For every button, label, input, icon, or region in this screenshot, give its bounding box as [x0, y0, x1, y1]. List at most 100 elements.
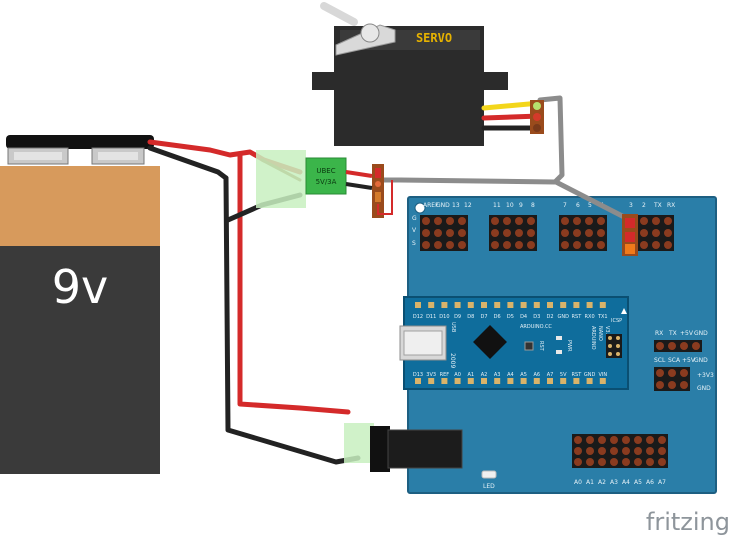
nano-pin-label: D11 — [426, 314, 436, 320]
pin — [664, 229, 672, 237]
nano-pin — [586, 378, 593, 384]
pin — [668, 381, 676, 389]
nano-pin — [507, 302, 514, 308]
nano-pin-label: A7 — [547, 372, 554, 378]
nano-pin-label: 3V3 — [426, 372, 436, 378]
analog-label: A4 — [622, 479, 630, 486]
analog-label: A1 — [586, 479, 594, 486]
pin — [646, 447, 654, 455]
nano-pin-label: D2 — [546, 314, 553, 320]
pin — [573, 241, 581, 249]
nano-pin-label: A4 — [507, 372, 514, 378]
nano-icsp: ICSP — [611, 318, 622, 324]
right-rx: RX — [655, 330, 663, 337]
wire-ubec-shield — [377, 180, 393, 215]
pin — [658, 458, 666, 466]
nano-pin — [547, 378, 553, 384]
pin — [598, 458, 606, 466]
pin — [634, 458, 642, 466]
pin — [434, 217, 442, 225]
nano-pin — [494, 302, 501, 308]
pin — [446, 217, 454, 225]
pin — [503, 229, 511, 237]
pin — [646, 436, 654, 444]
nano-model-2: NANO — [597, 326, 603, 341]
pin — [640, 241, 648, 249]
pin — [586, 436, 594, 444]
microcontroller-chip — [473, 325, 507, 359]
ubec-line2: 5V/3A — [316, 178, 337, 186]
nano-pin-label: D13 — [413, 372, 423, 378]
pin — [622, 447, 630, 455]
right-5v: +5V — [680, 330, 694, 337]
pin — [491, 241, 499, 249]
pin — [640, 229, 648, 237]
pin — [664, 217, 672, 225]
pin — [574, 458, 582, 466]
pin — [585, 217, 593, 225]
nano-pin — [520, 302, 527, 308]
dc-power-jack — [370, 426, 463, 472]
led-label: LED — [483, 483, 495, 490]
usb-inner — [403, 330, 443, 356]
hdr-3: 3 — [629, 202, 633, 209]
wire-ubec-out-black — [345, 182, 373, 190]
nano-pin-label: VIN — [598, 372, 607, 378]
label-g: G — [412, 215, 417, 222]
pin — [610, 458, 618, 466]
nano-pin-label: A3 — [494, 372, 501, 378]
pin — [573, 217, 581, 225]
nano-brand-year: 2009 — [449, 353, 456, 368]
pin — [610, 436, 618, 444]
nano-pin — [428, 378, 435, 384]
nano-pin-label: GND — [584, 372, 596, 378]
nano-pin — [467, 378, 474, 384]
nano-pin — [467, 302, 474, 308]
pin — [527, 241, 535, 249]
pin — [622, 458, 630, 466]
pin — [658, 436, 666, 444]
nano-pin — [560, 302, 567, 308]
servo-motor: SERVO — [312, 2, 508, 146]
pin — [680, 381, 688, 389]
wire-gray-to-pin — [553, 179, 633, 223]
right-sca: SCA — [668, 357, 681, 364]
hdr-rx: RX — [667, 202, 675, 209]
pin — [656, 369, 664, 377]
hdr-13: 13 — [452, 202, 460, 209]
pin — [491, 217, 499, 225]
pin — [586, 447, 594, 455]
pwr-led — [556, 336, 562, 340]
pin — [668, 342, 676, 350]
pin — [561, 241, 569, 249]
label-s: S — [412, 240, 416, 247]
pin — [668, 369, 676, 377]
nano-pin — [441, 302, 448, 308]
right-scl: SCL — [654, 357, 666, 364]
nano-pin — [454, 378, 461, 384]
pin — [458, 217, 466, 225]
pin — [434, 241, 442, 249]
pin — [422, 217, 430, 225]
nano-pin — [454, 302, 461, 308]
nano-model-3: V3.0 — [604, 326, 610, 337]
right-3v3: +3V3 — [697, 372, 714, 379]
pin — [585, 229, 593, 237]
pin — [680, 342, 688, 350]
pin — [561, 217, 569, 225]
nano-pin — [573, 378, 580, 384]
nano-pin — [415, 302, 421, 308]
pin — [434, 229, 442, 237]
pin — [503, 241, 511, 249]
nano-pin-label: REF — [440, 372, 450, 378]
battery-9v: 9v — [0, 135, 160, 474]
pin — [585, 241, 593, 249]
servo-label: SERVO — [416, 31, 452, 45]
nano-pwr: PWR — [566, 340, 572, 352]
nano-pin-label: D8 — [467, 314, 474, 320]
pin — [652, 229, 660, 237]
wire-ubec-out-red — [345, 170, 373, 178]
header-11-8 — [489, 215, 537, 251]
